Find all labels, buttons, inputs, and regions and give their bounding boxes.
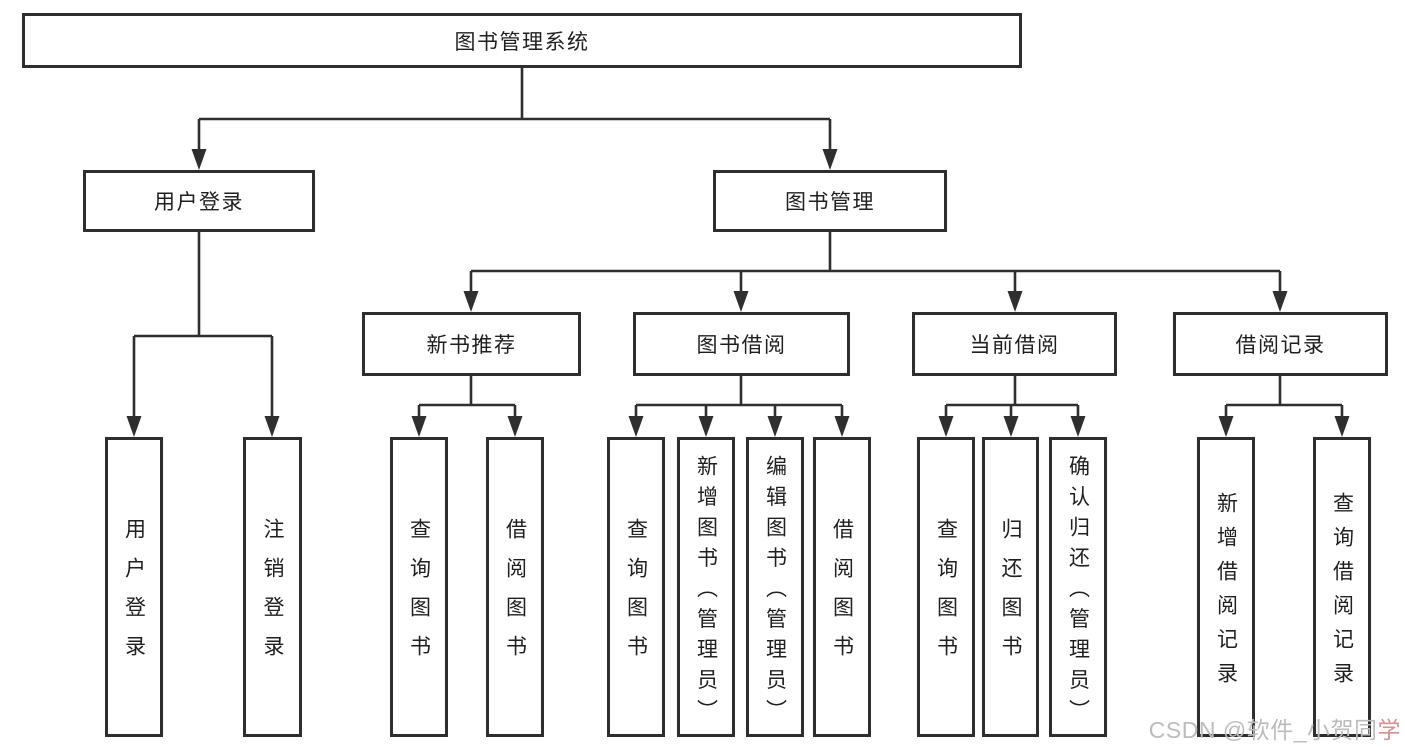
leaf-confirm-return-admin-label: 确认归还（管理员） <box>1066 454 1090 730</box>
csdn-watermark-text: CSDN @软件_小贺同 <box>1148 717 1378 743</box>
leaf-query-books-recommend-label: 查询图书 <box>407 518 431 674</box>
node-book-management: 图书管理 <box>713 170 947 232</box>
leaf-borrow-books-recommend-label: 借阅图书 <box>503 518 527 674</box>
node-book-borrow-label: 图书借阅 <box>696 334 787 357</box>
node-new-book-recommend-label: 新书推荐 <box>426 334 517 357</box>
leaf-edit-books-admin: 编辑图书（管理员） <box>746 437 804 737</box>
connector-current-borrow <box>938 376 1086 437</box>
node-book-borrow: 图书借阅 <box>633 312 850 376</box>
leaf-edit-books-admin-label: 编辑图书（管理员） <box>763 454 787 730</box>
node-current-borrow-label: 当前借阅 <box>969 334 1060 357</box>
leaf-query-borrow-record: 查询借阅记录 <box>1313 437 1371 737</box>
leaf-logout: 注销登录 <box>243 437 302 737</box>
leaf-borrow-books-label: 借阅图书 <box>830 518 854 674</box>
leaf-add-borrow-record-label: 新增借阅记录 <box>1214 491 1238 696</box>
csdn-watermark: CSDN @软件_小贺同学 <box>1149 711 1401 745</box>
connector-book-borrow <box>628 376 850 437</box>
leaf-query-books-recommend: 查询图书 <box>390 437 448 737</box>
leaf-add-books-admin-label: 新增图书（管理员） <box>694 454 718 730</box>
leaf-borrow-books: 借阅图书 <box>813 437 871 737</box>
node-current-borrow: 当前借阅 <box>912 312 1117 376</box>
leaf-user-login-label: 用户登录 <box>122 518 146 674</box>
leaf-return-books-label: 归还图书 <box>999 518 1022 674</box>
connector-root <box>191 68 838 170</box>
node-borrow-records-label: 借阅记录 <box>1235 334 1326 357</box>
connector-user-login <box>126 232 280 437</box>
leaf-borrow-books-recommend: 借阅图书 <box>486 437 544 737</box>
leaf-logout-label: 注销登录 <box>261 518 284 674</box>
connector-book-management <box>463 232 1288 312</box>
node-user-login-label: 用户登录 <box>154 191 244 214</box>
connector-new-book-recommend <box>411 376 523 437</box>
node-user-login: 用户登录 <box>83 170 315 232</box>
leaf-add-books-admin: 新增图书（管理员） <box>677 437 735 737</box>
leaf-user-login: 用户登录 <box>105 437 163 737</box>
leaf-query-books-current-label: 查询图书 <box>934 518 958 674</box>
node-new-book-recommend: 新书推荐 <box>362 312 581 376</box>
leaf-add-borrow-record: 新增借阅记录 <box>1197 437 1255 737</box>
csdn-watermark-accent: 学 <box>1377 717 1401 743</box>
leaf-query-borrow-record-label: 查询借阅记录 <box>1330 491 1354 696</box>
leaf-query-books-borrow: 查询图书 <box>607 437 665 737</box>
leaf-return-books: 归还图书 <box>982 437 1039 737</box>
root-node-label: 图书管理系统 <box>454 30 590 54</box>
leaf-query-books-current: 查询图书 <box>917 437 975 737</box>
leaf-confirm-return-admin: 确认归还（管理员） <box>1049 437 1107 737</box>
root-node-library-system: 图书管理系统 <box>22 13 1022 68</box>
node-borrow-records: 借阅记录 <box>1173 312 1388 376</box>
leaf-query-books-borrow-label: 查询图书 <box>624 518 648 674</box>
node-book-management-label: 图书管理 <box>785 191 875 214</box>
connector-borrow-records <box>1218 376 1350 437</box>
